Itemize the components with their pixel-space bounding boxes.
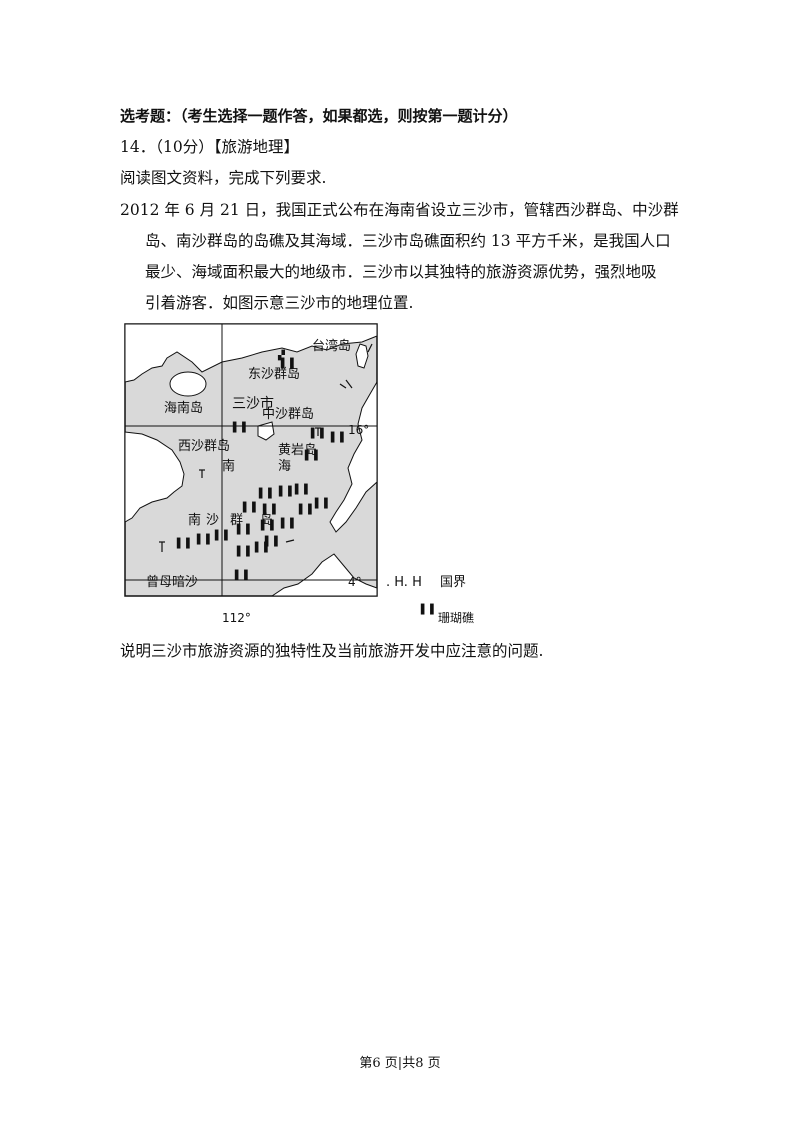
label-lat-16: 16° xyxy=(348,423,369,437)
reef-icon: ❚❚ xyxy=(212,528,230,541)
label-taiwan: 台湾岛 xyxy=(312,338,351,354)
legend-border-symbol: . H. H xyxy=(386,575,422,590)
reef-icon: ❚❚ xyxy=(194,532,212,545)
reef-icon: ❚❚ xyxy=(278,356,296,369)
map-svg: ❚❚ ▞ ❚❚ ❚❚ ❚❚ ❚❚ ❚❚ ❚❚ ❚❚ ❚❚ ❚❚ ❚❚ ❚❚ ❚❚… xyxy=(124,323,474,625)
border-marks xyxy=(159,343,373,552)
label-nanhai-1: 南 xyxy=(222,458,235,474)
sansha-map: ❚❚ ▞ ❚❚ ❚❚ ❚❚ ❚❚ ❚❚ ❚❚ ❚❚ ❚❚ ❚❚ ❚❚ ❚❚ ❚❚… xyxy=(122,322,502,628)
label-nansha-3: 群 xyxy=(230,513,243,528)
philippines-land xyxy=(329,380,378,533)
instruction: 阅读图文资料，完成下列要求. xyxy=(120,169,327,187)
reef-icon: ❚❚ xyxy=(232,568,250,581)
borneo-land xyxy=(270,553,378,597)
legend-reef-label: 珊瑚礁 xyxy=(438,610,474,625)
taiwan-island xyxy=(355,343,369,369)
reef-icon: ❚❚ xyxy=(258,518,276,531)
page-footer: 第6 页|共8 页 xyxy=(359,1056,441,1071)
reef-icon: ▞ xyxy=(277,349,286,361)
map-legend: . H. H 国界 ❚❚ 珊瑚礁 xyxy=(386,575,474,625)
reef-icon: ❚❚ xyxy=(302,448,320,461)
indochina-land xyxy=(124,431,185,523)
label-dongsha: 东沙群岛 xyxy=(248,366,300,382)
reef-icon: ❚❚ xyxy=(292,482,310,495)
reef-icon: ❚❚ xyxy=(308,426,326,439)
reef-icon: ❚❚ xyxy=(276,484,294,497)
reef-icon: ❚❚ xyxy=(256,486,274,499)
hainan-island xyxy=(169,371,207,397)
label-nansha-2: 沙 xyxy=(206,513,219,528)
reef-icon: ❚❚ xyxy=(262,534,280,547)
reef-icon: ❚❚ xyxy=(278,516,296,529)
reef-icon: ❚❚ xyxy=(234,544,252,557)
label-zengmu: 曾母暗沙 xyxy=(146,575,198,590)
label-zhongsha: 中沙群岛 xyxy=(262,406,314,422)
reef-icon: ❚❚ xyxy=(296,502,314,515)
paragraph-line: 2012 年 6 月 21 日，我国正式公布在海南省设立三沙市，管辖西沙群岛、中… xyxy=(120,201,679,219)
reef-icon: ❚❚ xyxy=(260,502,278,515)
reef-icon: ❚❚ xyxy=(328,430,346,443)
paragraph-line: 岛、南沙群岛的岛礁及其海域．三沙市岛礁面积约 13 平方千米，是我国人口 xyxy=(145,232,671,250)
label-hainan: 海南岛 xyxy=(164,400,203,416)
paragraph-line: 最少、海域面积最大的地级市．三沙市以其独特的旅游资源优势，强烈地吸 xyxy=(145,263,657,281)
reef-icon: ❚❚ xyxy=(252,540,270,553)
legend-border-label: 国界 xyxy=(440,575,466,590)
coral-reefs: ❚❚ ▞ ❚❚ ❚❚ ❚❚ ❚❚ ❚❚ ❚❚ ❚❚ ❚❚ ❚❚ ❚❚ ❚❚ ❚❚… xyxy=(174,349,346,581)
label-xisha: 西沙群岛 xyxy=(178,438,230,454)
question-prompt: 说明三沙市旅游资源的独特性及当前旅游开发中应注意的问题. xyxy=(120,642,544,660)
label-lon-112: 112° xyxy=(222,611,251,625)
legend-reef-icon: ❚❚ xyxy=(418,602,436,615)
reef-icon: ❚❚ xyxy=(234,522,252,535)
question-number: 14．（10分）【旅游地理】 xyxy=(120,138,299,156)
label-huangyan: 黄岩岛 xyxy=(278,442,317,458)
reef-icon: ❚❚ xyxy=(174,536,192,549)
reef-icon: ❚❚ xyxy=(230,420,248,433)
section-heading: 选考题：（考生选择一题作答，如果都选，则按第一题计分） xyxy=(120,107,518,125)
reef-icon: ❚❚ xyxy=(312,496,330,509)
label-lat-4: 4° xyxy=(348,575,362,589)
reef-icon: ❚❚ xyxy=(240,500,258,513)
mainland-land xyxy=(124,323,378,383)
label-nansha-1: 南 xyxy=(188,512,201,528)
paragraph-line: 引着游客．如图示意三沙市的地理位置. xyxy=(145,294,414,312)
label-sansha: 三沙市 xyxy=(232,395,274,412)
label-nansha-4: 岛 xyxy=(260,512,273,528)
label-nanhai-2: 海 xyxy=(278,459,291,474)
